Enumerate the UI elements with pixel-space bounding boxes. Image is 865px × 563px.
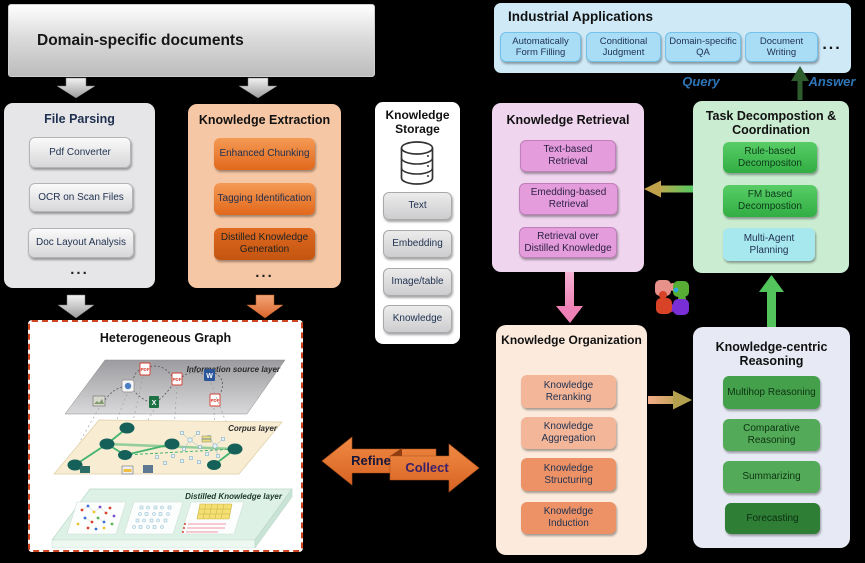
- knowledge-organization-title: Knowledge Organization: [501, 333, 642, 347]
- refine-label: Refine: [351, 453, 391, 468]
- arrow-task-to-retrieval: [644, 180, 693, 198]
- pdf-icon: PDF: [209, 393, 221, 407]
- storage-embedding-chip: Embedding: [383, 230, 452, 258]
- document-writing-chip: Document Writing: [745, 32, 818, 62]
- multi-agent-planning-chip: Multi-Agent Planning: [723, 228, 815, 261]
- svg-text:W: W: [206, 373, 213, 380]
- image-icon: [92, 395, 106, 407]
- database-icon: [400, 141, 434, 185]
- text-based-retrieval-chip: Text-based Retrieval: [520, 140, 616, 172]
- arrow-extraction-to-graph: [246, 294, 284, 319]
- domain-documents-title: Domain-specific documents: [37, 31, 244, 49]
- knowledge-reasoning-box: Knowledge-centric Reasoning Multihop Rea…: [693, 327, 850, 548]
- storage-image-table-chip: Image/table: [383, 268, 452, 296]
- heterogeneous-graph-figure: Information source layer PDF PDF X W: [51, 359, 293, 549]
- forecasting-chip: Forecasting: [725, 503, 820, 534]
- task-decomposition-box: Task Decompostion & Coordination Rule-ba…: [693, 101, 849, 273]
- fm-based-decomposition-chip: FM based Decompostion: [723, 185, 817, 217]
- excel-icon: X: [149, 396, 159, 408]
- query-label: Query: [682, 74, 720, 89]
- arrow-reasoning-to-task: [759, 275, 784, 327]
- svg-text:X: X: [152, 400, 157, 407]
- arrow-retrieval-to-organization: [556, 272, 583, 323]
- svg-text:PDF: PDF: [211, 398, 220, 403]
- knowledge-storage-box: Knowledge Storage Text Embedding Image/t…: [375, 102, 460, 344]
- svg-text:PDF: PDF: [141, 367, 150, 372]
- collect-label: Collect: [405, 460, 449, 475]
- comparative-reasoning-chip: Comparative Reasoning: [723, 419, 820, 451]
- arrow-organization-to-reasoning: [648, 390, 692, 410]
- word-icon: W: [204, 369, 215, 381]
- information-source-layer: [64, 359, 286, 415]
- heterogeneous-graph-box: Heterogeneous Graph Information source l…: [28, 320, 303, 552]
- domain-specific-qa-chip: Domain-specific QA: [665, 32, 741, 62]
- answer-label: Answer: [808, 74, 856, 89]
- arrow-docs-to-parsing: [56, 77, 96, 99]
- storage-knowledge-chip: Knowledge: [383, 305, 452, 333]
- enhanced-chunking-chip: Enhanced Chunking: [214, 138, 315, 170]
- arrow-docs-to-extraction: [238, 77, 278, 99]
- pdf-icon: PDF: [139, 362, 151, 376]
- app-icon: [121, 379, 135, 393]
- knowledge-organization-box: Knowledge Organization Knowledge Reranki…: [496, 325, 647, 555]
- conditional-judgment-chip: Conditional Judgment: [586, 32, 661, 62]
- knowledge-reasoning-title: Knowledge-centric Reasoning: [715, 340, 828, 369]
- industrial-applications-box: Industrial Applications Automatically Fo…: [494, 3, 851, 73]
- heterogeneous-graph-title: Heterogeneous Graph: [99, 331, 232, 345]
- file-parsing-title: File Parsing: [44, 112, 115, 126]
- svg-text:PDF: PDF: [173, 377, 182, 382]
- domain-documents-box: Domain-specific documents: [8, 4, 375, 77]
- information-source-layer-label: Information source layer: [187, 365, 281, 374]
- knowledge-extraction-box: Knowledge Extraction Enhanced Chunking T…: [188, 104, 341, 288]
- knowledge-storage-title: Knowledge Storage: [385, 108, 450, 136]
- industrial-applications-title: Industrial Applications: [508, 9, 654, 24]
- puzzle-icon: [655, 280, 689, 315]
- file-parsing-box: File Parsing Pdf Converter OCR on Scan F…: [4, 103, 155, 288]
- distilled-retrieval-chip: Retrieval over Distilled Knowledge: [519, 227, 617, 258]
- distilled-knowledge-generation-chip: Distilled Knowledge Generation: [214, 228, 315, 260]
- distilled-knowledge-layer-label: Distilled Knowledge layer: [185, 492, 283, 501]
- multihop-reasoning-chip: Multihop Reasoning: [723, 376, 820, 409]
- file-parsing-ellipsis: ...: [70, 261, 89, 278]
- pdf-icon: PDF: [171, 372, 183, 386]
- knowledge-reranking-chip: Knowledge Reranking: [521, 375, 616, 408]
- rule-based-decomposition-chip: Rule-based Decompositon: [723, 142, 817, 173]
- ocr-scan-chip: OCR on Scan Files: [29, 183, 133, 212]
- arrow-parsing-to-graph: [57, 294, 95, 319]
- knowledge-retrieval-box: Knowledge Retrieval Text-based Retrieval…: [492, 103, 644, 272]
- knowledge-extraction-title: Knowledge Extraction: [198, 113, 331, 127]
- knowledge-induction-chip: Knowledge Induction: [521, 502, 616, 534]
- knowledge-retrieval-title: Knowledge Retrieval: [506, 113, 630, 127]
- corpus-layer-label: Corpus layer: [228, 424, 278, 433]
- summarizing-chip: Summarizing: [723, 461, 820, 493]
- embedding-based-retrieval-chip: Emedding-based Retrieval: [519, 183, 618, 215]
- knowledge-extraction-ellipsis: ...: [255, 264, 274, 281]
- storage-text-chip: Text: [383, 192, 452, 220]
- knowledge-aggregation-chip: Knowledge Aggregation: [521, 417, 616, 449]
- form-filling-chip: Automatically Form Filling: [500, 32, 581, 62]
- doc-layout-chip: Doc Layout Analysis: [28, 228, 134, 258]
- knowledge-structuring-chip: Knowledge Structuring: [521, 458, 616, 491]
- task-decomposition-title: Task Decompostion & Coordination: [705, 109, 837, 138]
- industrial-applications-ellipsis: ...: [822, 36, 842, 53]
- tagging-identification-chip: Tagging Identification: [214, 183, 315, 215]
- pdf-converter-chip: Pdf Converter: [29, 137, 131, 168]
